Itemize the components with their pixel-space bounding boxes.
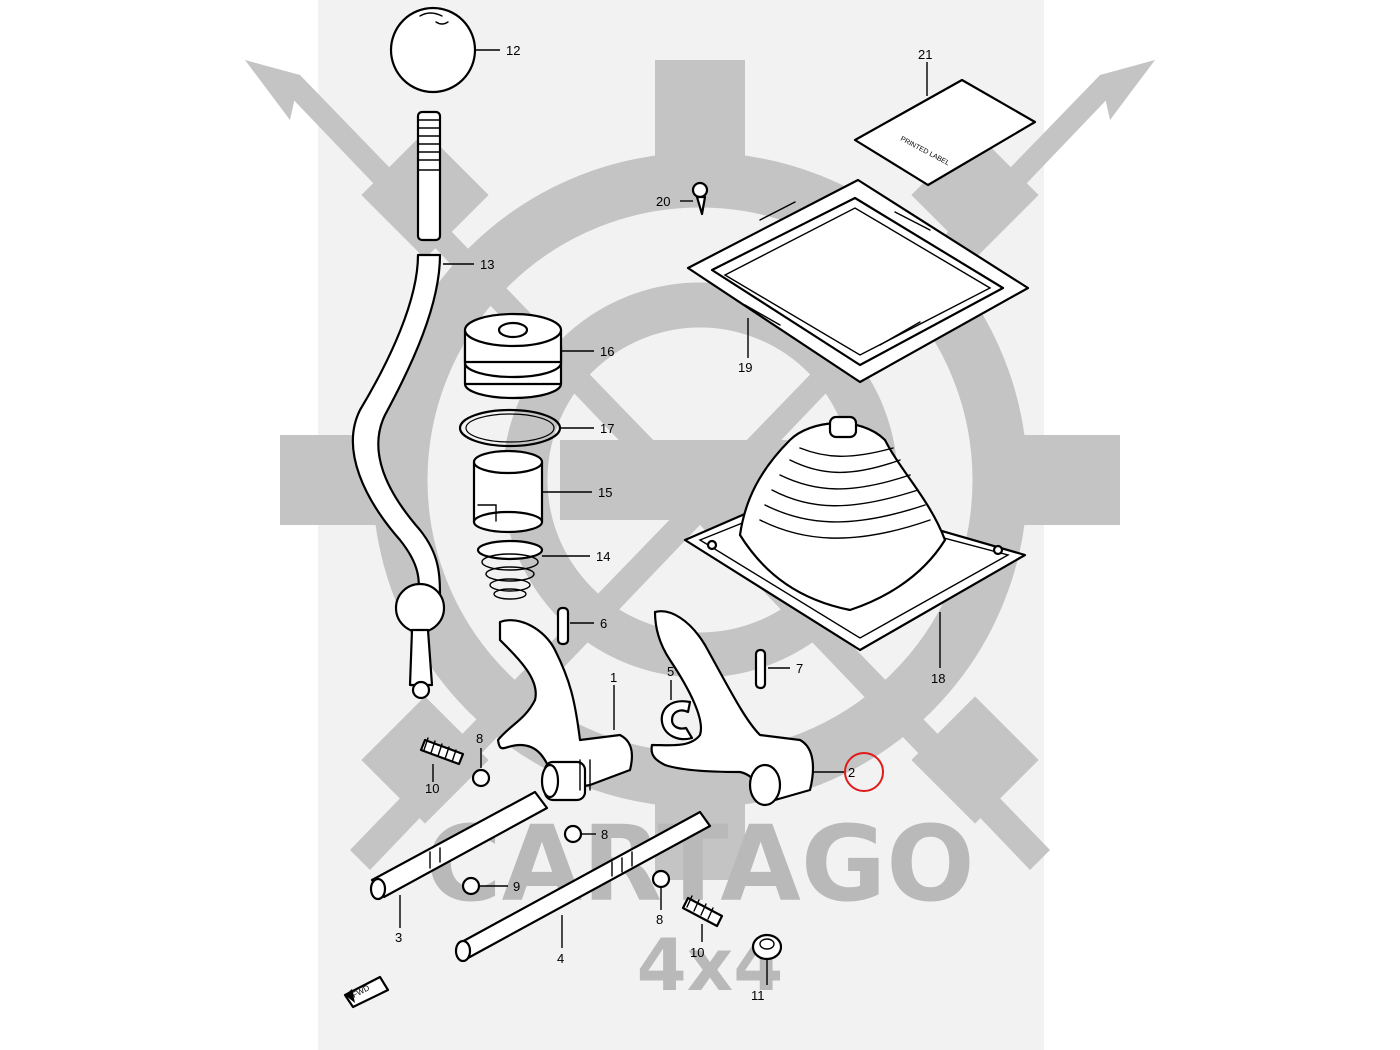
part-11-plug-bolt — [751, 933, 783, 961]
callout-14: 14 — [596, 549, 610, 564]
callout-15: 15 — [598, 485, 612, 500]
part-21-label-plate: PRINTED LABEL — [853, 78, 1037, 187]
part-6-roll-pin — [556, 606, 570, 646]
callout-16: 16 — [600, 344, 614, 359]
callout-10-b: 10 — [690, 945, 704, 960]
part-4-shift-shaft — [454, 810, 712, 963]
callout-6: 6 — [600, 616, 607, 631]
part-7-pin — [754, 648, 767, 690]
direction-badge: FWD — [343, 975, 390, 1009]
callout-13: 13 — [480, 257, 494, 272]
callout-12: 12 — [506, 43, 520, 58]
callout-5: 5 — [667, 664, 674, 679]
callout-10-a: 10 — [425, 781, 439, 796]
callout-17: 17 — [600, 421, 614, 436]
part-threaded-rod — [416, 110, 442, 242]
part-18-lever-boot — [683, 415, 1027, 652]
callout-9: 9 — [513, 879, 520, 894]
part-15-lever-seat — [472, 449, 544, 534]
callout-11: 11 — [751, 988, 765, 1003]
callout-2-highlight-ring — [844, 752, 884, 792]
callout-4: 4 — [557, 951, 564, 966]
callout-19: 19 — [738, 360, 752, 375]
part-10-spring-right — [681, 895, 724, 928]
part-14-lever-spring — [476, 539, 544, 600]
callouts: 12 13 16 17 15 14 6 1 5 7 2 8 10 8 9 3 — [395, 43, 945, 1003]
part-20-screw — [691, 181, 709, 216]
part-12-shift-knob — [389, 6, 477, 94]
callout-3: 3 — [395, 930, 402, 945]
callout-1: 1 — [610, 670, 617, 685]
part-8-ball-b — [563, 824, 583, 844]
callout-8-a: 8 — [476, 731, 483, 746]
callout-20: 20 — [656, 194, 670, 209]
callout-2: 2 — [848, 765, 855, 780]
part-1-shift-fork — [496, 619, 634, 802]
callout-21: 21 — [918, 47, 932, 62]
part-2-shift-fork — [650, 610, 815, 807]
part-13-shift-lever — [351, 253, 446, 700]
part-8-ball-a — [471, 768, 491, 788]
part-3-shift-shaft — [369, 790, 549, 901]
part-16-lever-boot-cap — [463, 312, 563, 400]
part-19-boot-plate — [686, 178, 1030, 384]
part-5-e-clip — [660, 700, 694, 741]
callout-8-b: 8 — [601, 827, 608, 842]
callout-7: 7 — [796, 661, 803, 676]
part-10-spring-left — [419, 737, 465, 766]
callout-8-c: 8 — [656, 912, 663, 927]
part-9-ball — [461, 876, 481, 896]
callout-18: 18 — [931, 671, 945, 686]
part-8-ball-c — [651, 869, 671, 889]
